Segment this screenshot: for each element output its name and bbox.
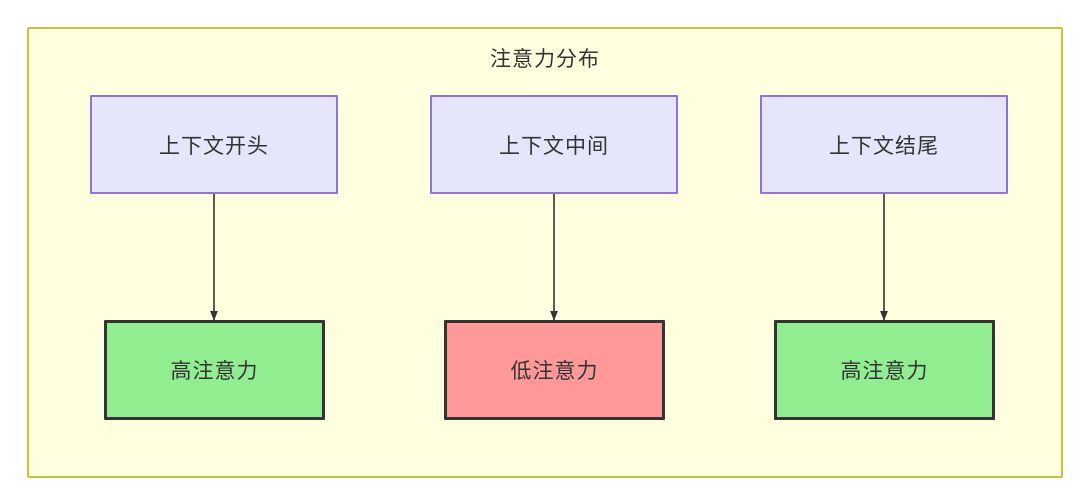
- node-context-start-label: 上下文开头: [159, 134, 269, 158]
- diagram-title: 注意力分布: [490, 48, 600, 71]
- node-context-middle[interactable]: 上下文中间: [430, 95, 678, 194]
- node-attention-start[interactable]: 高注意力: [104, 320, 325, 420]
- node-context-end-label: 上下文结尾: [829, 134, 939, 158]
- node-context-end[interactable]: 上下文结尾: [760, 95, 1008, 194]
- node-attention-middle-label: 低注意力: [510, 360, 599, 383]
- node-attention-start-label: 高注意力: [170, 360, 259, 383]
- node-attention-end-label: 高注意力: [840, 360, 929, 383]
- node-context-middle-label: 上下文中间: [499, 134, 609, 158]
- attention-distribution-container: 注意力分布 上下文开头 上下文中间 上下文结尾 高注: [27, 27, 1063, 478]
- node-attention-middle[interactable]: 低注意力: [444, 320, 665, 420]
- node-attention-end[interactable]: 高注意力: [774, 320, 995, 420]
- node-context-start[interactable]: 上下文开头: [90, 95, 338, 194]
